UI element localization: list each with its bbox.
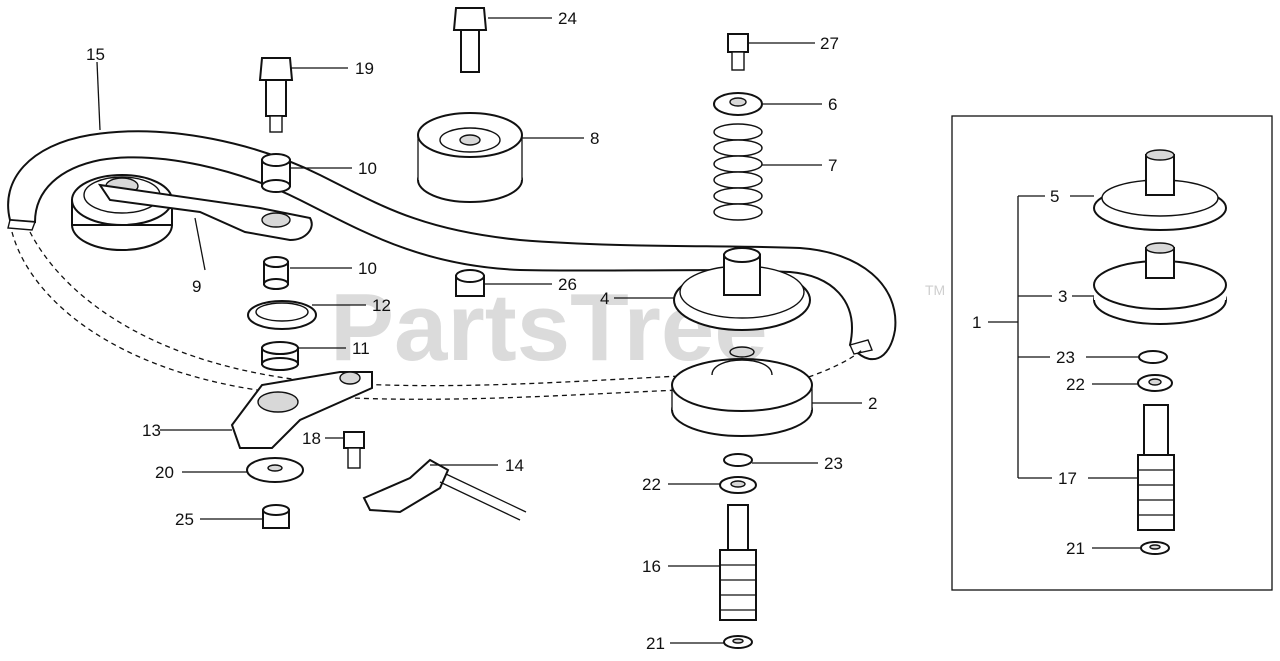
- callout-26: 26: [558, 275, 577, 294]
- leader-lines: [96, 17, 1141, 644]
- callout-22-assembly: 22: [1066, 375, 1085, 394]
- drive-belt: [7, 130, 897, 361]
- callout-13: 13: [142, 421, 161, 440]
- callout-3: 3: [1058, 287, 1067, 306]
- shoulder-bolt: [258, 57, 294, 133]
- callout-7: 7: [828, 156, 837, 175]
- callout-14: 14: [505, 456, 524, 475]
- callout-1: 1: [972, 313, 981, 332]
- top-bolt: [452, 7, 488, 73]
- callout-9: 9: [192, 277, 201, 296]
- assembly-shaft: [1137, 404, 1175, 531]
- assembly-sheave-upper: [1093, 149, 1227, 231]
- callout-11: 11: [352, 339, 370, 358]
- callout-10-upper: 10: [358, 159, 377, 178]
- callout-5: 5: [1050, 187, 1059, 206]
- nut-middle: [455, 269, 485, 297]
- idler-pulley: [417, 112, 523, 203]
- callout-17: 17: [1058, 469, 1077, 488]
- coil-spring-small: [247, 300, 317, 330]
- washer-assembly: [1137, 374, 1173, 392]
- assembly-sheave-lower: [1093, 242, 1227, 325]
- watermark-trademark: TM: [925, 282, 945, 298]
- callout-18: 18: [302, 429, 321, 448]
- callout-21-assembly: 21: [1066, 539, 1085, 558]
- drive-shaft: [719, 504, 757, 621]
- callout-2: 2: [868, 394, 877, 413]
- callout-8: 8: [590, 129, 599, 148]
- callout-labels: 15 9 19 24 8 10 10 12 11 13 20 25 18 14 …: [86, 9, 1085, 653]
- callout-22-lower: 22: [642, 475, 661, 494]
- callout-15: 15: [86, 45, 105, 64]
- collar-lower: [263, 256, 289, 290]
- tension-arm: [97, 183, 313, 242]
- callout-4: 4: [600, 289, 609, 308]
- callout-25: 25: [175, 510, 194, 529]
- callout-12: 12: [372, 296, 391, 315]
- left-pulley: [71, 174, 173, 251]
- callout-6: 6: [828, 95, 837, 114]
- small-bolt: [343, 431, 365, 469]
- callout-21-lower: 21: [646, 634, 665, 653]
- tension-bracket: [230, 371, 373, 449]
- callout-27: 27: [820, 34, 839, 53]
- callout-10-lower: 10: [358, 259, 377, 278]
- snap-ring-lower: [723, 453, 753, 467]
- callout-23-assembly: 23: [1056, 348, 1075, 367]
- assembly-box: [951, 115, 1273, 591]
- nut-lower: [262, 504, 290, 529]
- compression-spring: [713, 123, 763, 221]
- cable-bracket: [362, 458, 527, 521]
- snap-ring-assembly: [1138, 350, 1168, 364]
- callout-24: 24: [558, 9, 577, 28]
- callout-16: 16: [642, 557, 661, 576]
- fixed-sheave: [671, 346, 813, 437]
- washer-assembly-bottom: [1140, 541, 1170, 555]
- bushing: [261, 341, 299, 371]
- collar-upper: [261, 153, 291, 193]
- spring-cap: [713, 92, 763, 116]
- callout-20: 20: [155, 463, 174, 482]
- washer-lower: [719, 476, 757, 494]
- movable-sheave: [673, 247, 811, 331]
- flat-washer: [246, 457, 304, 483]
- bolt-small-top: [727, 33, 749, 71]
- washer-bottom: [723, 635, 753, 649]
- callout-23-lower: 23: [824, 454, 843, 473]
- callout-19: 19: [355, 59, 374, 78]
